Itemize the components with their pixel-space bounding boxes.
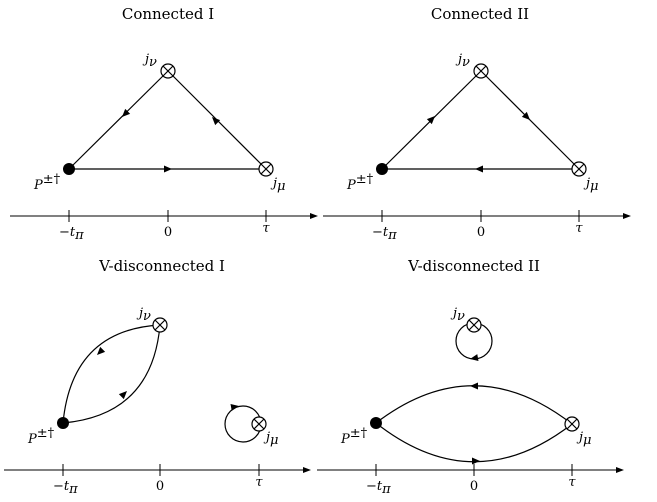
tick-label-tau: τ <box>255 475 263 490</box>
panel-connected-1: Connected I P±† jν jμ −tπ <box>10 5 318 243</box>
tick-label-zero: 0 <box>477 225 485 240</box>
current-vertex-jnu <box>152 317 168 333</box>
axis-arrow-icon <box>303 467 311 473</box>
arrow-head-icon <box>212 117 221 126</box>
tick-label-zero: 0 <box>156 479 164 494</box>
propagator-arc-lower <box>375 422 573 463</box>
arrow-head-icon <box>118 391 127 400</box>
tick-label-minus-t-pi: −tπ <box>372 225 397 243</box>
axis-arrow-icon <box>623 213 631 219</box>
arrow-head-icon <box>164 165 172 173</box>
source-label: P±† <box>33 172 61 193</box>
jnu-label: jν <box>455 52 470 70</box>
tick-label-minus-t-pi: −tπ <box>53 479 78 497</box>
propagator-arc-upper <box>375 385 573 425</box>
arrow-head-icon <box>470 354 479 362</box>
panel-title: Connected I <box>122 5 214 23</box>
axis-arrow-icon <box>310 213 318 219</box>
tick-label-tau: τ <box>575 221 583 236</box>
source-label: P±† <box>27 426 55 447</box>
arrow-head-icon <box>426 116 435 125</box>
current-vertex-jnu <box>466 317 482 333</box>
current-vertex-jnu <box>160 63 176 79</box>
current-vertex-jmu <box>564 416 580 432</box>
current-vertex-jmu <box>571 161 587 177</box>
jmu-label: jμ <box>576 430 591 448</box>
panel-v-disconnected-2: V-disconnected II P±† jν jμ −tπ 0 τ <box>317 257 624 497</box>
tick-label-zero: 0 <box>470 479 478 494</box>
tick-label-zero: 0 <box>164 225 172 240</box>
jnu-label: jν <box>142 52 157 70</box>
source-vertex <box>63 163 75 175</box>
jmu-label: jμ <box>270 176 285 194</box>
axis-arrow-icon <box>616 467 624 473</box>
arrow-head-icon <box>122 108 131 117</box>
current-vertex-jmu <box>251 416 267 432</box>
arrow-head-icon <box>475 165 483 173</box>
propagator-arc-upper <box>62 324 161 424</box>
jnu-label: jν <box>136 306 151 324</box>
panel-connected-2: Connected II P±† jν jμ −tπ 0 τ <box>323 5 631 243</box>
arrow-head-icon <box>230 403 239 411</box>
propagator-jnu-to-jmu <box>480 70 580 170</box>
source-vertex <box>57 417 69 429</box>
tick-label-minus-t-pi: −tπ <box>59 225 84 243</box>
panel-title: V-disconnected II <box>407 257 540 275</box>
propagator-source-to-jnu <box>68 70 169 170</box>
source-vertex <box>370 417 382 429</box>
arrow-head-icon <box>97 346 106 355</box>
tick-label-tau: τ <box>262 221 270 236</box>
current-vertex-jmu <box>258 161 274 177</box>
jnu-label: jν <box>450 306 465 324</box>
arrow-head-icon <box>470 382 478 390</box>
panel-v-disconnected-1: V-disconnected I P±† jν jμ −tπ 0 τ <box>4 257 311 497</box>
source-label: P±† <box>346 172 374 193</box>
arrow-head-icon <box>472 457 480 465</box>
panel-title: V-disconnected I <box>98 257 225 275</box>
arrow-head-icon <box>521 111 530 120</box>
tick-label-minus-t-pi: −tπ <box>366 479 391 497</box>
propagator-arc-lower <box>62 324 161 424</box>
panel-title: Connected II <box>431 5 529 23</box>
jmu-label: jμ <box>583 176 598 194</box>
jmu-label: jμ <box>263 430 278 448</box>
current-vertex-jnu <box>473 63 489 79</box>
source-label: P±† <box>340 426 368 447</box>
source-vertex <box>376 163 388 175</box>
tick-label-tau: τ <box>568 475 576 490</box>
